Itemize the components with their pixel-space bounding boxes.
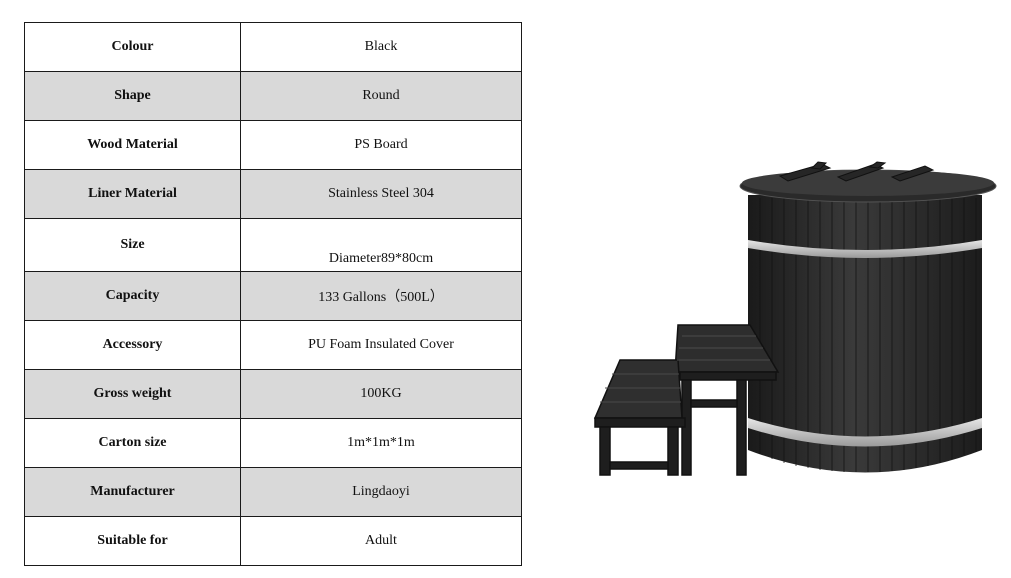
spec-value: Adult xyxy=(240,516,522,566)
spec-value: Diameter89*80cm xyxy=(240,218,522,272)
spec-label: Manufacturer xyxy=(24,467,241,517)
spec-label: Size xyxy=(24,218,241,272)
product-image xyxy=(590,150,1005,490)
spec-value: 1m*1m*1m xyxy=(240,418,522,468)
spec-label: Accessory xyxy=(24,320,241,370)
spec-row-manufacturer: Manufacturer Lingdaoyi xyxy=(24,467,522,517)
spec-value: 100KG xyxy=(240,369,522,419)
tub-barrel xyxy=(748,195,982,473)
spec-label: Suitable for xyxy=(24,516,241,566)
spec-label: Shape xyxy=(24,71,241,121)
spec-table: Colour Black Shape Round Wood Material P… xyxy=(24,22,522,566)
spec-value: Lingdaoyi xyxy=(240,467,522,517)
spec-row-shape: Shape Round xyxy=(24,71,522,121)
spec-label: Liner Material xyxy=(24,169,241,219)
tub-lid xyxy=(739,161,997,203)
spec-row-wood-material: Wood Material PS Board xyxy=(24,120,522,170)
tub-steps xyxy=(593,324,780,476)
spec-value: 133 Gallons（500L） xyxy=(240,271,522,321)
spec-value: Stainless Steel 304 xyxy=(240,169,522,219)
spec-row-carton-size: Carton size 1m*1m*1m xyxy=(24,418,522,468)
spec-value: PU Foam Insulated Cover xyxy=(240,320,522,370)
spec-row-capacity: Capacity 133 Gallons（500L） xyxy=(24,271,522,321)
spec-row-size: Size Diameter89*80cm xyxy=(24,218,522,272)
spec-row-suitable-for: Suitable for Adult xyxy=(24,516,522,566)
spec-row-accessory: Accessory PU Foam Insulated Cover xyxy=(24,320,522,370)
spec-value: Black xyxy=(240,22,522,72)
spec-value: PS Board xyxy=(240,120,522,170)
spec-label: Gross weight xyxy=(24,369,241,419)
spec-row-gross-weight: Gross weight 100KG xyxy=(24,369,522,419)
cold-plunge-tub-with-steps-icon xyxy=(593,161,997,476)
spec-label: Capacity xyxy=(24,271,241,321)
spec-row-colour: Colour Black xyxy=(24,22,522,72)
spec-value: Round xyxy=(240,71,522,121)
spec-row-liner-material: Liner Material Stainless Steel 304 xyxy=(24,169,522,219)
spec-label: Carton size xyxy=(24,418,241,468)
spec-label: Wood Material xyxy=(24,120,241,170)
spec-label: Colour xyxy=(24,22,241,72)
